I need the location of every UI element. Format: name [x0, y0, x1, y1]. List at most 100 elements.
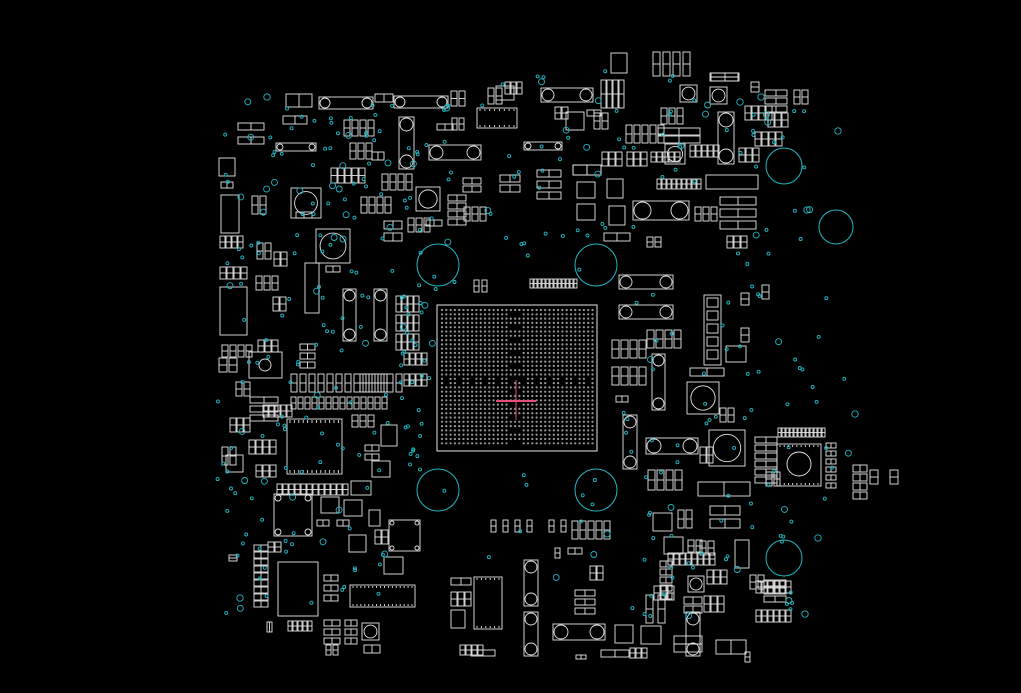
via[interactable]: [342, 211, 350, 219]
via[interactable]: [223, 132, 228, 137]
electrolytic-capacitor[interactable]: [618, 304, 674, 320]
ic-package[interactable]: [286, 418, 343, 475]
inductor[interactable]: [415, 186, 441, 212]
via[interactable]: [543, 231, 548, 236]
via[interactable]: [264, 594, 269, 598]
via[interactable]: [649, 438, 654, 443]
capacitor-end[interactable]: [579, 88, 593, 102]
via[interactable]: [364, 184, 368, 189]
via[interactable]: [390, 268, 395, 273]
via[interactable]: [452, 280, 457, 284]
electrolytic-capacitor[interactable]: [428, 144, 482, 161]
capacitor-end[interactable]: [524, 592, 538, 606]
via[interactable]: [670, 575, 675, 580]
via[interactable]: [603, 69, 608, 74]
component-pad[interactable]: [389, 545, 395, 551]
via[interactable]: [614, 108, 619, 113]
via[interactable]: [358, 324, 363, 329]
capacitor-end[interactable]: [589, 624, 605, 640]
via[interactable]: [330, 329, 335, 334]
capacitor-end[interactable]: [623, 415, 637, 429]
component[interactable]: [350, 480, 372, 496]
via[interactable]: [670, 73, 675, 78]
via[interactable]: [335, 185, 343, 193]
via[interactable]: [351, 181, 356, 186]
via[interactable]: [372, 138, 377, 143]
via[interactable]: [446, 103, 450, 108]
via[interactable]: [644, 475, 649, 480]
component[interactable]: [225, 454, 244, 473]
via[interactable]: [562, 126, 570, 134]
connector-pin[interactable]: [706, 323, 719, 334]
via[interactable]: [590, 551, 598, 558]
via[interactable]: [424, 143, 429, 147]
electrolytic-capacitor[interactable]: [717, 111, 735, 165]
via[interactable]: [255, 360, 260, 365]
via[interactable]: [233, 491, 238, 496]
electrolytic-capacitor[interactable]: [540, 87, 594, 103]
via[interactable]: [328, 116, 333, 121]
via[interactable]: [354, 270, 359, 275]
via[interactable]: [703, 401, 708, 406]
via[interactable]: [745, 371, 750, 376]
via[interactable]: [410, 338, 415, 343]
via[interactable]: [415, 152, 420, 157]
via[interactable]: [814, 534, 822, 542]
via[interactable]: [328, 242, 333, 247]
component[interactable]: [368, 509, 381, 527]
electrolytic-capacitor[interactable]: [398, 116, 415, 170]
via[interactable]: [404, 330, 409, 335]
via[interactable]: [660, 175, 665, 179]
via[interactable]: [692, 98, 697, 103]
via[interactable]: [781, 534, 786, 539]
via[interactable]: [406, 312, 411, 317]
via[interactable]: [484, 207, 492, 215]
via[interactable]: [631, 145, 636, 150]
via[interactable]: [215, 477, 220, 482]
via[interactable]: [410, 380, 415, 385]
via[interactable]: [386, 223, 394, 231]
via[interactable]: [292, 251, 297, 256]
component[interactable]: [608, 205, 626, 226]
via[interactable]: [353, 568, 358, 573]
via[interactable]: [621, 410, 626, 415]
via[interactable]: [224, 610, 229, 615]
via[interactable]: [329, 120, 334, 125]
via[interactable]: [667, 504, 675, 511]
via[interactable]: [263, 185, 271, 193]
via[interactable]: [552, 573, 560, 581]
via[interactable]: [380, 236, 385, 241]
inductor-core[interactable]: [418, 189, 438, 209]
capacitor-end[interactable]: [646, 438, 662, 454]
ic-package[interactable]: [219, 286, 248, 336]
via[interactable]: [449, 170, 453, 175]
via[interactable]: [349, 269, 354, 274]
via[interactable]: [647, 356, 654, 364]
via[interactable]: [263, 93, 271, 101]
via[interactable]: [788, 607, 793, 612]
electrolytic-capacitor[interactable]: [552, 623, 606, 641]
via[interactable]: [383, 392, 388, 397]
via[interactable]: [284, 549, 289, 554]
via[interactable]: [249, 243, 254, 248]
via[interactable]: [419, 310, 424, 315]
via[interactable]: [328, 146, 333, 151]
via[interactable]: [802, 165, 807, 170]
connector-pin[interactable]: [706, 336, 719, 347]
via[interactable]: [661, 132, 665, 137]
inductor[interactable]: [679, 84, 698, 103]
via[interactable]: [737, 344, 742, 349]
via[interactable]: [579, 519, 583, 524]
via[interactable]: [537, 185, 542, 190]
via[interactable]: [792, 109, 797, 114]
connector-pin[interactable]: [706, 349, 719, 360]
via[interactable]: [724, 347, 729, 352]
via[interactable]: [600, 221, 605, 226]
via[interactable]: [772, 140, 776, 145]
via[interactable]: [347, 526, 352, 531]
via[interactable]: [642, 557, 647, 562]
capacitor-end[interactable]: [343, 289, 356, 302]
capacitor-end[interactable]: [619, 305, 633, 319]
ic-marker[interactable]: [786, 451, 812, 477]
via[interactable]: [810, 385, 815, 389]
